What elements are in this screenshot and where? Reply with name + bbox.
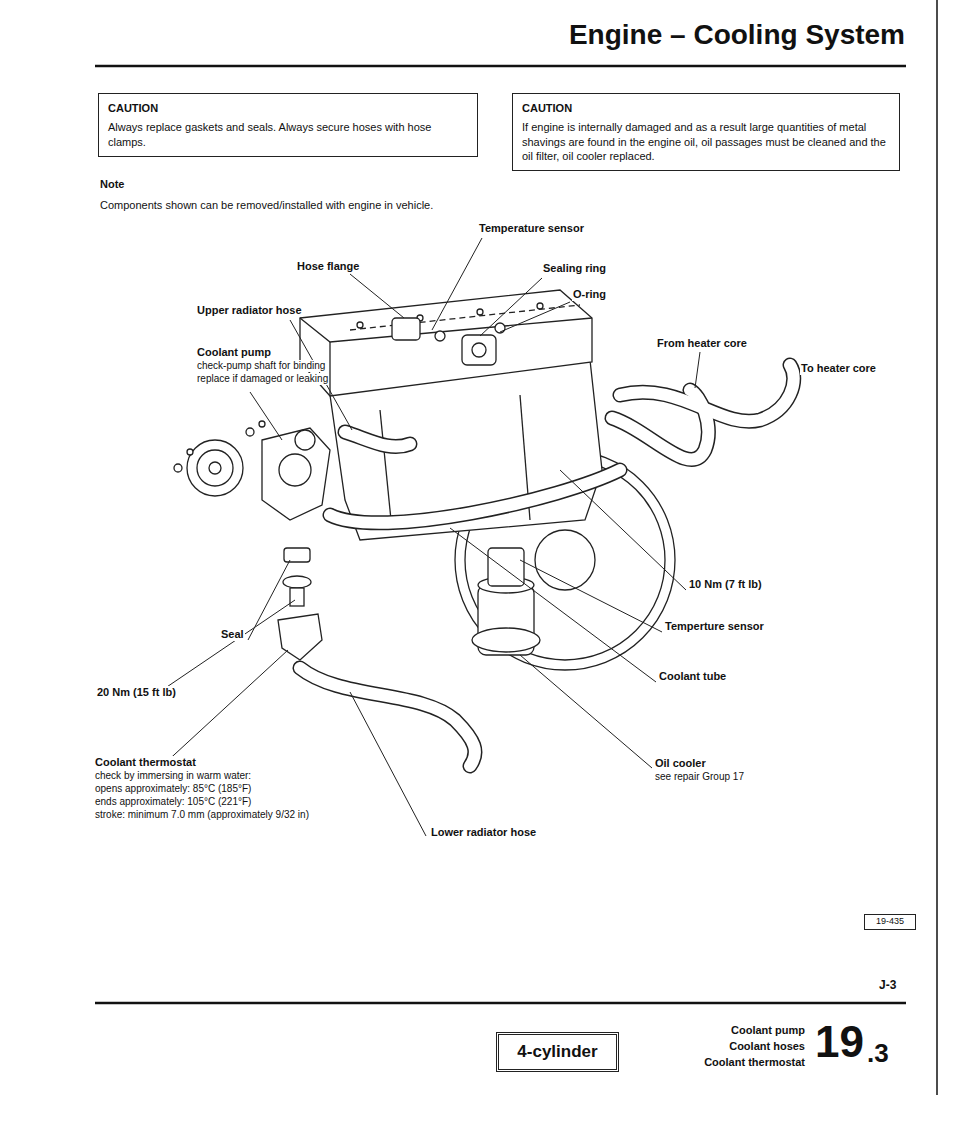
part-label: Temperture sensor — [664, 620, 765, 633]
note-heading: Note — [99, 178, 125, 191]
part-label: To heater core — [800, 362, 877, 375]
note-text: Components shown can be removed/installe… — [99, 198, 486, 213]
caution-box: CAUTION Always replace gaskets and seals.… — [98, 93, 478, 157]
box-heading: CAUTION — [108, 101, 468, 115]
part-note: stroke: minimum 7.0 mm (approximately 9/… — [94, 809, 310, 821]
box-body: Always replace gaskets and seals. Always… — [108, 120, 468, 149]
part-note: opens approximately: 85°C (185°F) — [94, 783, 252, 795]
part-note: replace if damaged or leaking — [196, 373, 329, 385]
box-heading: 19-435 — [867, 916, 913, 928]
model-box: 4-cylinder — [496, 1032, 619, 1072]
part-label: Seal — [220, 628, 245, 641]
part-label: Oil cooler — [654, 757, 707, 770]
part-label: Hose flange — [296, 260, 360, 273]
part-label: Coolant thermostat — [94, 756, 197, 769]
section-topic: Coolant pump — [730, 1024, 806, 1037]
part-note: see repair Group 17 — [654, 771, 745, 783]
section-number: .3 — [866, 1040, 890, 1066]
page-number: J-3 — [878, 978, 897, 992]
box-heading: CAUTION — [522, 101, 890, 115]
section-topic: Coolant thermostat — [703, 1056, 806, 1069]
part-label: Temperature sensor — [478, 222, 585, 235]
caution-box: CAUTION If engine is internally damaged a… — [512, 93, 900, 171]
part-label: Coolant pump — [196, 346, 272, 359]
figure-number-box: 19-435 — [864, 914, 916, 930]
part-note: check-pump shaft for binding — [196, 360, 326, 372]
torque-value: 20 Nm (15 ft lb) — [96, 686, 177, 699]
box-heading: 4-cylinder — [503, 1041, 612, 1063]
box-body: If engine is internally damaged and as a… — [522, 120, 890, 163]
part-label: Sealing ring — [542, 262, 607, 275]
part-note: ends approximately: 105°C (221°F) — [94, 796, 252, 808]
part-label: Upper radiator hose — [196, 304, 303, 317]
group-number: 19 — [814, 1020, 865, 1064]
page-title: Engine – Cooling System — [568, 18, 906, 52]
part-label: Coolant tube — [658, 670, 727, 683]
part-note: check by immersing in warm water: — [94, 770, 252, 782]
part-label: From heater core — [656, 337, 748, 350]
section-topic: Coolant hoses — [728, 1040, 806, 1053]
part-label: O-ring — [572, 288, 607, 301]
torque-value: 10 Nm (7 ft lb) — [688, 578, 763, 591]
part-label: Lower radiator hose — [430, 826, 537, 839]
